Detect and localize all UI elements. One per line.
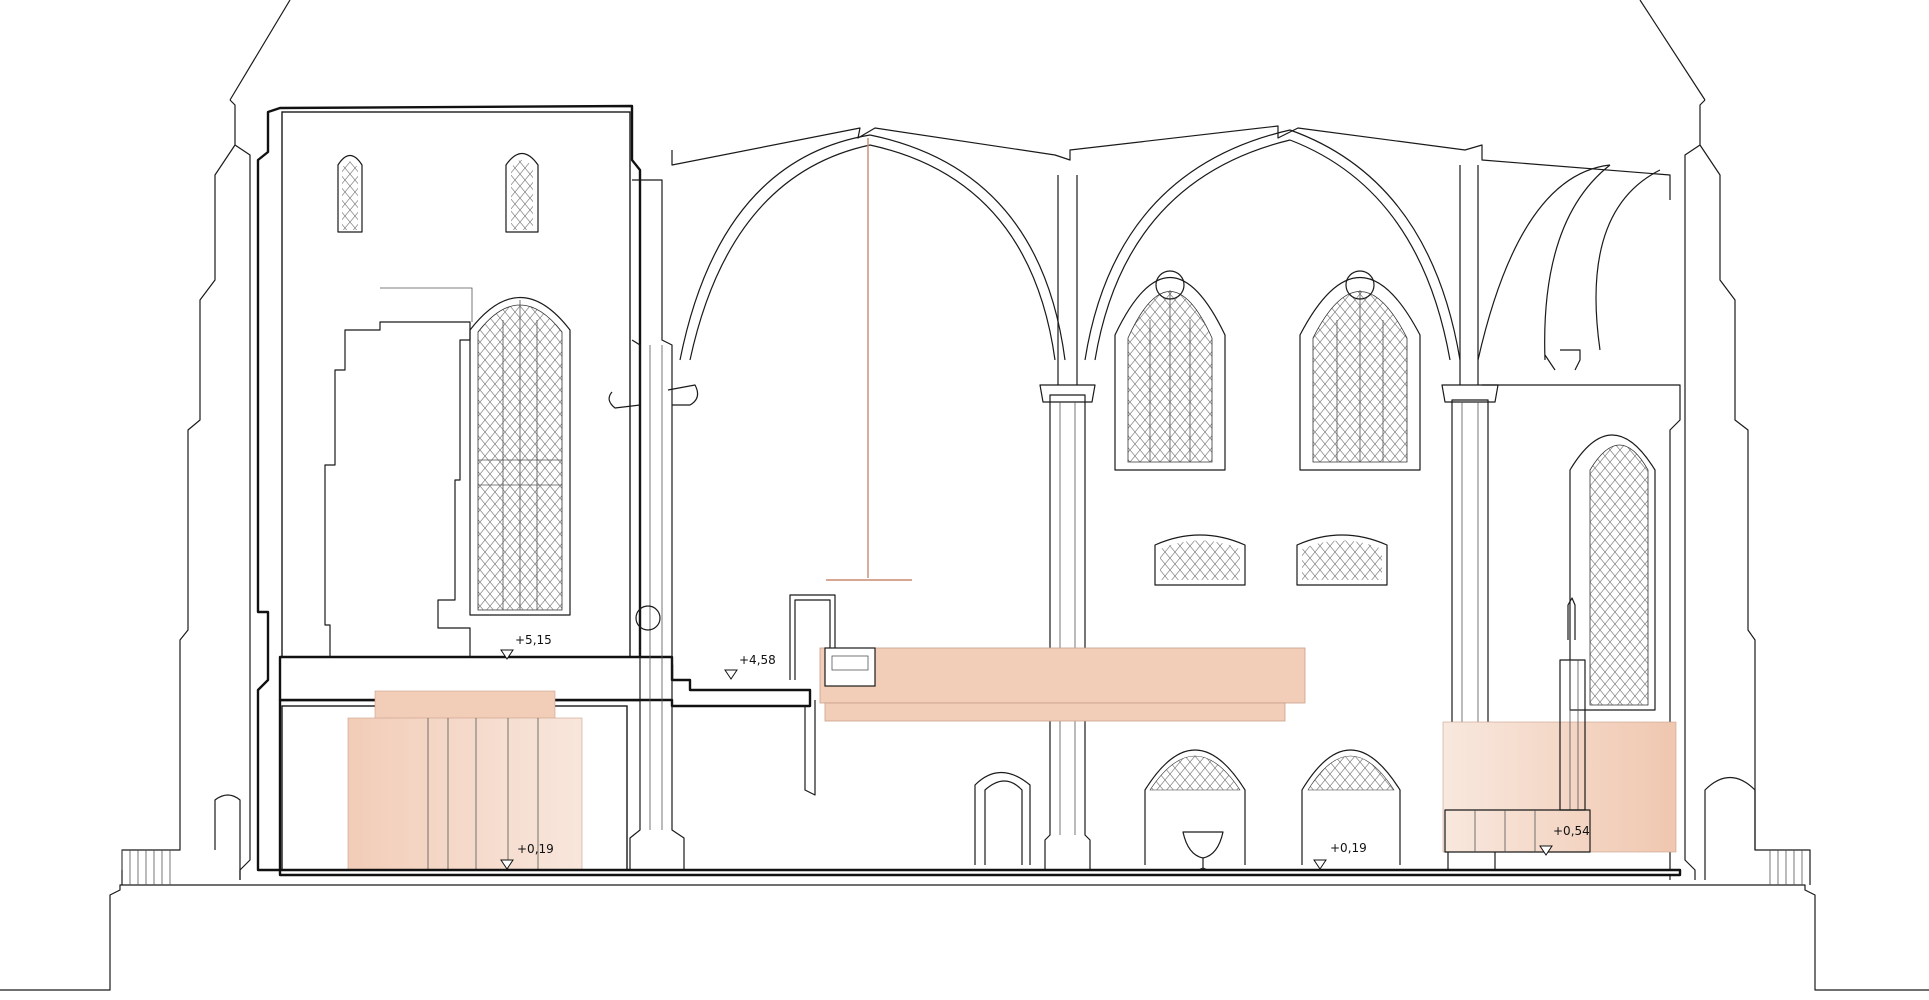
nave-vault-outline bbox=[671, 125, 1671, 200]
chandelier bbox=[826, 138, 912, 581]
level-label: +0,54 bbox=[1553, 824, 1590, 838]
level-label: +0,19 bbox=[517, 842, 554, 856]
left-cabinet bbox=[347, 717, 583, 871]
left-buttress bbox=[121, 99, 251, 885]
choir-stalls bbox=[1444, 597, 1591, 853]
baptismal-font bbox=[1182, 831, 1224, 873]
nave-door bbox=[789, 594, 836, 680]
tower-lancet-windows bbox=[337, 152, 539, 233]
lower-tower-room bbox=[281, 690, 628, 871]
nave-floor bbox=[278, 868, 1682, 877]
tower-stair bbox=[324, 321, 471, 657]
ground-line bbox=[0, 884, 1929, 991]
level-marker-2: +4,58 bbox=[724, 653, 776, 680]
clerestory-window-1 bbox=[1114, 270, 1226, 471]
roof-outline bbox=[229, 0, 1706, 101]
segmental-windows bbox=[1154, 534, 1388, 586]
level-label: +5,15 bbox=[515, 633, 552, 647]
left-cabinet-top bbox=[374, 690, 556, 722]
clerestory-window-2 bbox=[1299, 270, 1421, 471]
right-buttress bbox=[1684, 99, 1811, 885]
nave-column-center bbox=[1039, 175, 1096, 871]
tower-tracery-window bbox=[469, 296, 571, 616]
level-label: +0,19 bbox=[1330, 841, 1367, 855]
level-marker-4: +0,19 bbox=[1313, 841, 1367, 870]
level-marker-3: +0,19 bbox=[500, 842, 554, 870]
gallery-balcony bbox=[804, 647, 1306, 796]
level-label: +4,58 bbox=[739, 653, 776, 667]
level-marker-1: +5,15 bbox=[500, 633, 552, 660]
lower-arches bbox=[974, 749, 1401, 865]
nave-pillar-left bbox=[608, 179, 699, 871]
level-marker-5: +0,54 bbox=[1539, 824, 1590, 856]
vault-ribs bbox=[679, 129, 1661, 361]
right-chapel bbox=[1482, 349, 1681, 880]
